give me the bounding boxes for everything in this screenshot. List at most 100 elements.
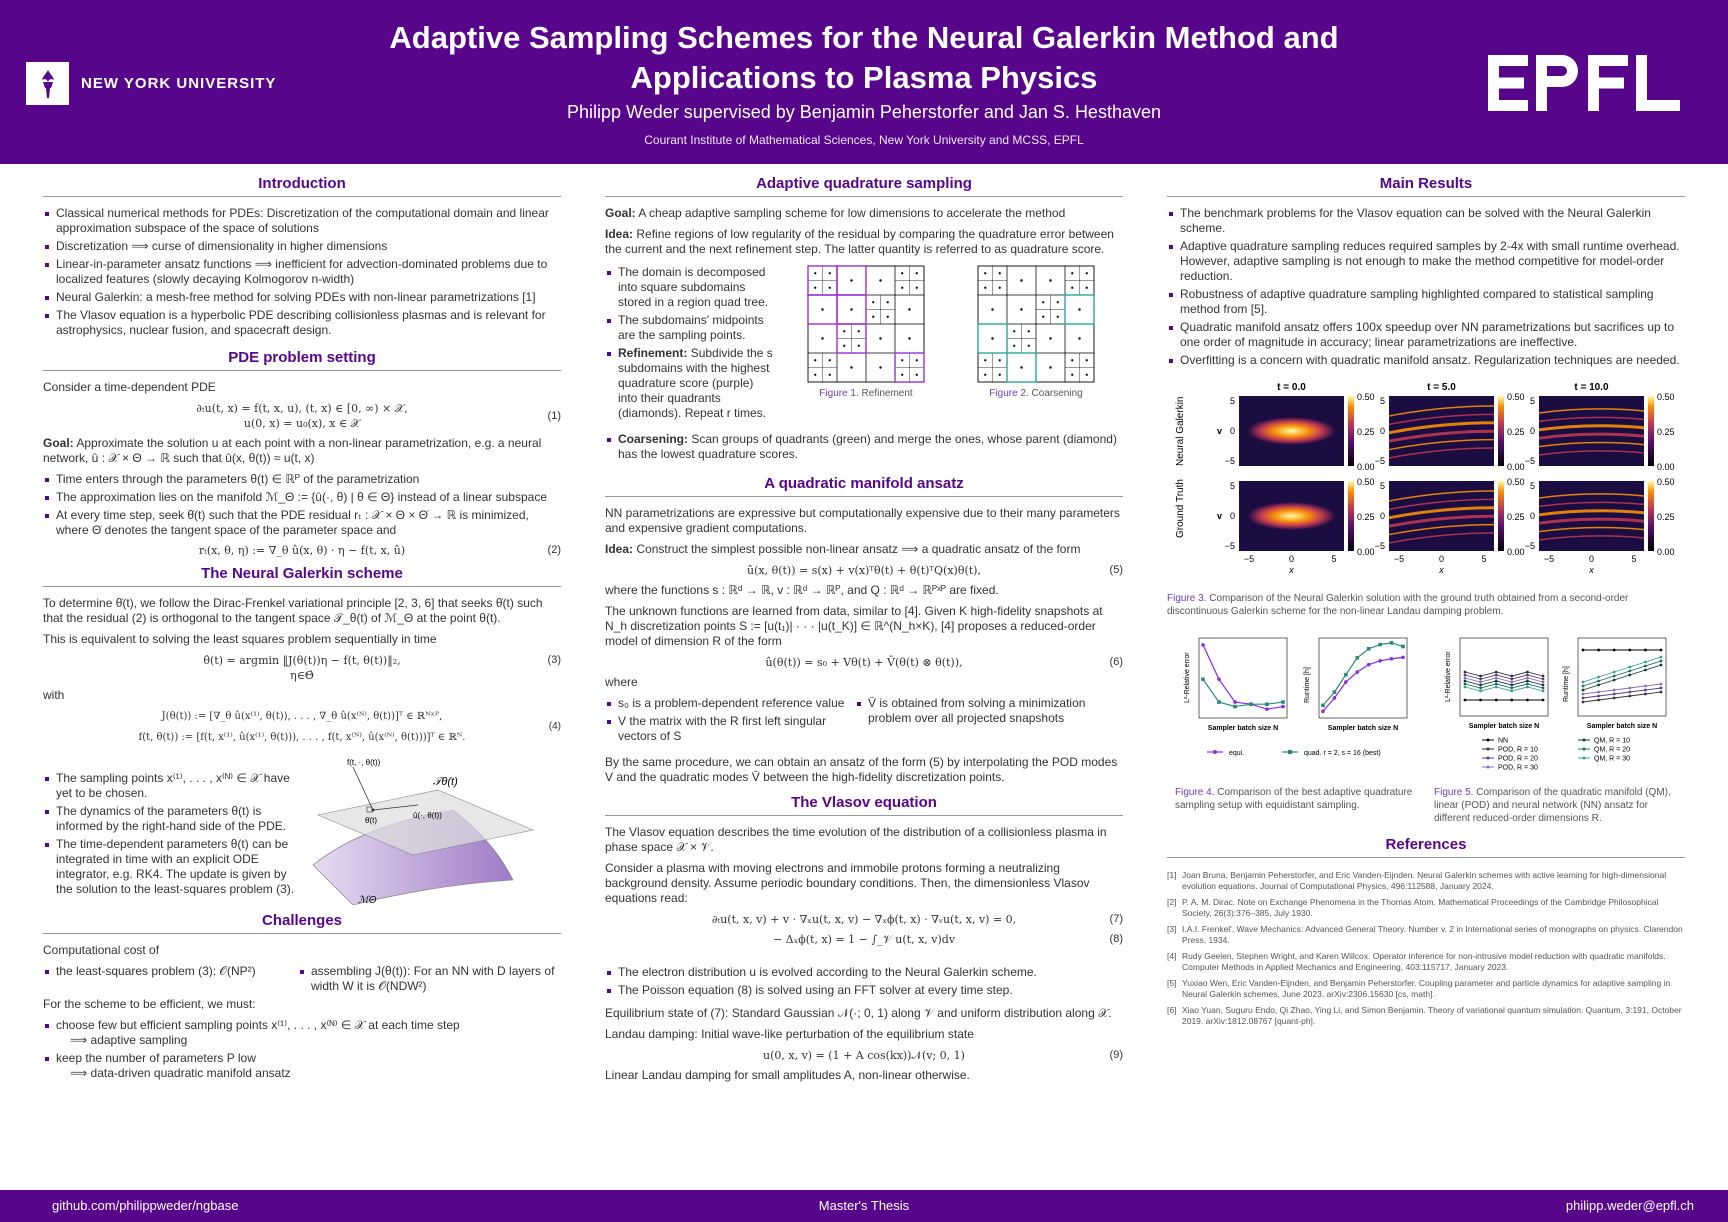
sample-point: [850, 308, 853, 311]
y-tick: −5: [1225, 456, 1235, 466]
list-item: Discretization ⟹ curse of dimensionality…: [43, 239, 561, 254]
data-point: [1463, 676, 1467, 680]
sample-point: [991, 308, 994, 311]
sample-point: [843, 330, 846, 333]
sample-point: [1078, 337, 1081, 340]
y-label: v: [1217, 511, 1222, 521]
data-point: [1510, 680, 1514, 684]
pde-intro: Consider a time-dependent PDE: [43, 380, 216, 394]
data-point: [1581, 700, 1585, 704]
legend-marker: [1486, 756, 1490, 760]
heatmap-filament: [1388, 490, 1495, 502]
qm-lists: s₀ is a problem-dependent reference valu…: [605, 696, 1123, 747]
data-point: [1510, 683, 1514, 687]
figure-2: Figure 2. Coarsening: [951, 265, 1121, 424]
data-point: [1344, 672, 1348, 677]
highlighted-cell: [1064, 294, 1095, 325]
challenges-intro: Computational cost of: [43, 943, 160, 957]
legend-marker: [1486, 738, 1490, 742]
ng-bullets-figure: The sampling points x⁽¹⁾, . . . , x⁽ᴺ⁾ ∈…: [43, 755, 561, 905]
y-tick: 5: [1230, 396, 1235, 406]
x-label: Sampler batch size N: [1469, 723, 1539, 730]
data-point: [1463, 670, 1467, 674]
colorbar-tick: 0.50: [1507, 392, 1525, 402]
legend-marker: [1582, 738, 1586, 742]
sample-point: [843, 344, 846, 347]
list-item: Robustness of adaptive quadrature sampli…: [1167, 287, 1685, 317]
challenges-costs: the least-squares problem (3): 𝒪(NP²) as…: [43, 964, 561, 997]
sample-point: [1013, 330, 1016, 333]
data-point: [1463, 673, 1467, 677]
y-label: L²-Relative error: [1445, 651, 1452, 702]
sample-point: [886, 301, 889, 304]
x-tick: 5: [1631, 554, 1636, 564]
heatmap-filament: [1388, 447, 1495, 459]
data-point: [1541, 689, 1545, 693]
vlasov-paragraph: Consider a plasma with moving electrons …: [605, 861, 1090, 905]
x-tick: −5: [1544, 554, 1554, 564]
sample-point: [879, 279, 882, 282]
column-left: Introduction Classical numerical methods…: [43, 176, 561, 1084]
quadtree-refinement: [807, 265, 925, 383]
y-tick: 5: [1530, 396, 1535, 406]
heatmap-filament: [1538, 432, 1645, 440]
manifold-label: ℳΘ: [358, 895, 377, 905]
results-list: The benchmark problems for the Vlasov eq…: [1167, 206, 1685, 368]
data-point: [1401, 655, 1405, 660]
sample-point: [1071, 272, 1074, 275]
y-tick: 5: [1380, 396, 1385, 406]
heatmap-filament: [1538, 501, 1645, 508]
row-label: Ground Truth: [1175, 479, 1186, 538]
y-tick: −5: [1375, 456, 1385, 466]
data-point: [1644, 668, 1647, 672]
colorbar-tick: 0.50: [1657, 392, 1675, 402]
authors: Philipp Weder supervised by Benjamin Peh…: [567, 102, 1161, 122]
data-point: [1321, 709, 1325, 714]
vlasov-paragraph: Landau damping: Initial wave-like pertur…: [605, 1027, 974, 1041]
data-point: [1612, 648, 1616, 652]
sample-point: [1042, 315, 1045, 318]
data-point: [1401, 644, 1405, 649]
reference-item: [2]P. A. M. Dirac. Note on Exchange Phen…: [1167, 897, 1659, 918]
sample-point: [908, 308, 911, 311]
data-point: [1494, 685, 1498, 689]
sample-point: [908, 337, 911, 340]
heatmap-filament: [1538, 441, 1645, 448]
sample-point: [998, 272, 1001, 275]
legend-label: quad. r = 2, s = 16 (best): [1304, 750, 1381, 757]
sample-point: [1085, 359, 1088, 362]
reference-item: [6]Xiao Yuan, Suguru Endo, Qi Zhao, Ying…: [1167, 1005, 1682, 1026]
list-item: The electron distribution u is evolved a…: [605, 965, 1123, 980]
data-point: [1581, 692, 1585, 696]
email-link[interactable]: philipp.weder@epfl.ch: [1565, 1198, 1694, 1213]
data-point: [1281, 700, 1285, 704]
sample-point: [984, 359, 987, 362]
aq-coarsening: Coarsening: Scan groups of quadrants (gr…: [605, 432, 1123, 462]
github-link[interactable]: github.com/philippweder/ngbase: [52, 1198, 239, 1213]
qm-paragraph: where the functions s : ℝᵈ → ℝ, v : ℝᵈ →…: [605, 583, 999, 597]
data-point: [1644, 688, 1647, 692]
highlighted-cell: [1006, 352, 1037, 383]
ng-paragraph: This is equivalent to solving the least …: [43, 632, 437, 646]
legend-label: POD, R = 30: [1498, 765, 1538, 772]
data-point: [1526, 679, 1529, 683]
panel-title: t = 10.0: [1574, 382, 1609, 393]
sample-point: [1042, 301, 1045, 304]
heatmap-filament: [1538, 509, 1645, 517]
sample-point: [901, 359, 904, 362]
x-label: Sampler batch size N: [1328, 725, 1398, 732]
data-point: [1659, 659, 1663, 663]
sample-point: [1020, 308, 1023, 311]
equation-5: û(x, θ(t)) = s(x) + v(x)ᵀθ(t) + θ(t)ᵀQ(x…: [747, 564, 1123, 577]
pde-goal: Goal: Approximate the solution u at each…: [43, 436, 542, 465]
list-item: The sampling points x⁽¹⁾, . . . , x⁽ᴺ⁾ ∈…: [43, 771, 303, 801]
data-point: [1659, 655, 1663, 659]
series-line: [1322, 656, 1404, 712]
y-tick: −5: [1525, 456, 1535, 466]
data-point: [1526, 682, 1529, 686]
data-point: [1612, 692, 1616, 696]
data-point: [1581, 688, 1585, 692]
sample-point: [850, 366, 853, 369]
